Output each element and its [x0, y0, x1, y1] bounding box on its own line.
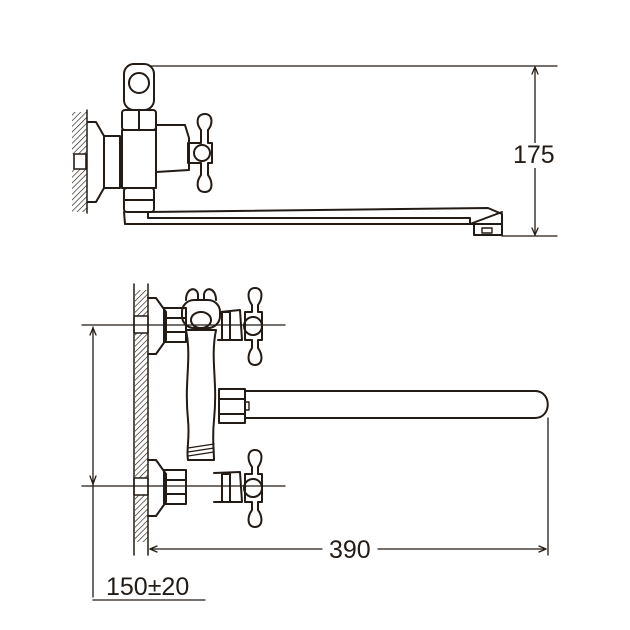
spout-length-dimension-label: 390: [325, 538, 375, 563]
inlet-spacing-dimension-label: 150±20: [106, 573, 190, 601]
height-dimension-label: 175: [511, 141, 557, 169]
side-view: [72, 63, 558, 237]
front-view: [81, 283, 549, 601]
